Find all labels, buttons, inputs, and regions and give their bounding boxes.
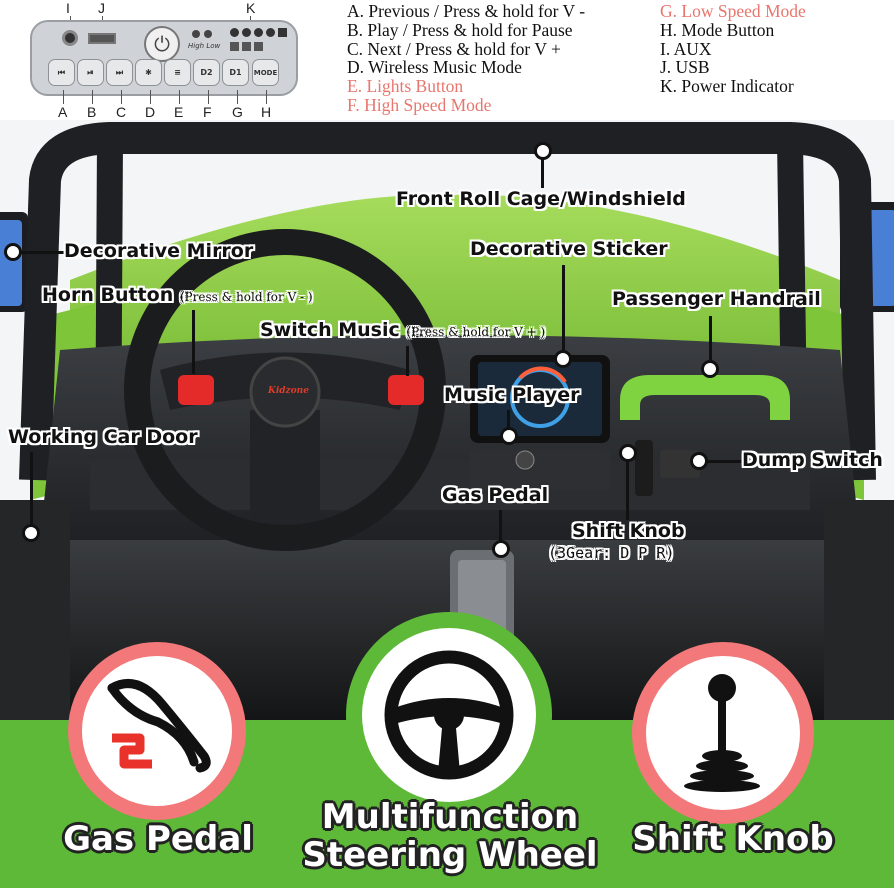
dump-switch-callout: Dump Switch <box>742 449 883 471</box>
high-speed-button[interactable]: D2 <box>193 59 220 86</box>
roll-cage-callout: Front Roll Cage/Windshield <box>396 188 686 210</box>
music-player-callout: Music Player <box>444 384 580 406</box>
label-b: B <box>87 104 97 120</box>
switch-music-label: Switch Music <box>260 319 400 341</box>
label-d: D <box>145 104 156 120</box>
legend-item: F. High Speed Mode <box>347 94 492 115</box>
horn-label: Horn Button <box>42 284 174 306</box>
shift-knob-feature-circle <box>632 642 814 824</box>
label-e: E <box>174 104 184 120</box>
shift-knob-icon <box>684 674 760 792</box>
power-indicator <box>230 28 288 52</box>
lights-button[interactable]: ≡ <box>164 59 191 86</box>
wireless-music-button[interactable]: ✱ <box>135 59 162 86</box>
gas-pedal-title: Gas Pedal <box>63 819 253 859</box>
switch-music-note: (Press & hold for V + ) <box>406 325 546 339</box>
handrail-callout: Passenger Handrail <box>612 288 821 310</box>
low-speed-button[interactable]: D1 <box>222 59 249 86</box>
legend-item: I. AUX <box>660 38 712 59</box>
label-k: K <box>246 0 256 16</box>
handrail-marker <box>701 360 719 378</box>
control-panel: ⏻ High Low ⏮ ⏯ ⏭ ✱ ≡ D2 D1 MODE <box>30 20 298 96</box>
label-a: A <box>58 104 68 120</box>
gas-pedal-marker <box>492 540 510 558</box>
steering-wheel-title-line2: Steering Wheel <box>302 835 598 875</box>
horn-callout: Horn Button (Press & hold for V - ) <box>42 284 313 306</box>
legend-item: B. Play / Press & hold for Pause <box>347 19 573 40</box>
previous-button[interactable]: ⏮ <box>48 59 75 86</box>
aux-port-icon <box>62 30 78 46</box>
switch-music-callout: Switch Music (Press & hold for V + ) <box>260 319 545 341</box>
play-pause-button[interactable]: ⏯ <box>77 59 104 86</box>
sticker-marker <box>554 350 572 368</box>
gas-pedal-icon <box>107 679 211 773</box>
legend-item: E. Lights Button <box>347 76 464 97</box>
wheel-logo: Kidzone <box>268 386 309 396</box>
gas-pedal-feature-circle <box>68 642 246 820</box>
legend-item: K. Power Indicator <box>660 76 794 97</box>
legend-item: G. Low Speed Mode <box>660 1 806 21</box>
legend-item: C. Next / Press & hold for V + <box>347 38 561 59</box>
legend-item: J. USB <box>660 57 710 78</box>
door-callout: Working Car Door <box>8 426 198 448</box>
power-button[interactable]: ⏻ <box>144 26 180 62</box>
legend-item: H. Mode Button <box>660 19 775 40</box>
power-icon: ⏻ <box>154 32 170 56</box>
legend-column-2: G. Low Speed Mode H. Mode Button I. AUX … <box>660 2 806 96</box>
sticker-callout: Decorative Sticker <box>470 238 668 260</box>
label-g: G <box>232 104 243 120</box>
mode-button[interactable]: MODE <box>252 59 279 86</box>
label-f: F <box>203 104 212 120</box>
horn-note: (Press & hold for V - ) <box>179 290 313 304</box>
label-h: H <box>261 104 272 120</box>
legend-item: D. Wireless Music Mode <box>347 57 522 78</box>
shift-knob-callout: Shift Knob <box>572 520 685 542</box>
legend-item: A. Previous / Press & hold for V - <box>347 1 586 21</box>
steering-wheel-feature-circle <box>346 612 552 818</box>
legend-column-1: A. Previous / Press & hold for V - B. Pl… <box>347 2 585 115</box>
steering-wheel-icon <box>384 650 514 780</box>
roll-cage-marker <box>534 142 552 160</box>
music-player-marker <box>500 427 518 445</box>
mirror-callout: Decorative Mirror <box>64 240 254 262</box>
shift-knob-note: (3Gear: D P R) <box>548 544 675 562</box>
next-button[interactable]: ⏭ <box>106 59 133 86</box>
shift-knob-title: Shift Knob <box>632 819 834 859</box>
label-j: J <box>98 0 105 16</box>
speed-indicator-label: High Low <box>188 42 221 50</box>
usb-port-icon <box>88 33 116 44</box>
label-i: I <box>66 0 70 16</box>
steering-wheel-title-line1: Multifunction <box>321 797 579 837</box>
label-c: C <box>116 104 127 120</box>
door-marker <box>22 524 40 542</box>
gas-pedal-callout: Gas Pedal <box>442 484 549 506</box>
